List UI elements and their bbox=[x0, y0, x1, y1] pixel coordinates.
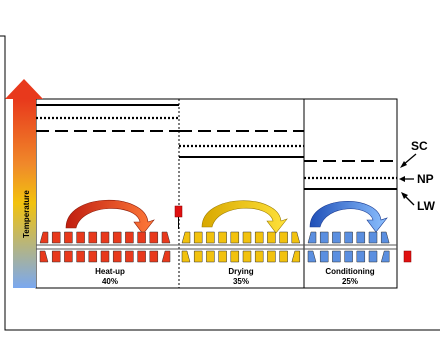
legend-np-arrow-head bbox=[399, 176, 405, 182]
drying-product-block bbox=[218, 231, 227, 244]
legend-lw-arrow-head bbox=[401, 192, 408, 199]
drying-product-block bbox=[254, 231, 264, 244]
temperature-arrow-head bbox=[5, 79, 43, 99]
drying-airflow-arrow bbox=[201, 200, 288, 234]
conditioning-product-block bbox=[307, 250, 317, 263]
outer-frame bbox=[0, 35, 440, 331]
zone-share-heatup: 40% bbox=[102, 277, 118, 286]
heatup-product-block bbox=[112, 231, 122, 244]
heatup-product-block bbox=[125, 231, 134, 244]
conditioning-product-block bbox=[356, 231, 366, 244]
drying-product-block bbox=[230, 231, 240, 244]
heatup-product-block bbox=[39, 231, 49, 244]
heatup-product-block bbox=[51, 231, 61, 244]
zone-share-conditioning: 25% bbox=[342, 277, 358, 286]
drying-product-block bbox=[181, 231, 191, 244]
drying-product-block bbox=[242, 250, 252, 263]
drying-product-block bbox=[279, 231, 288, 244]
conditioning-product-block bbox=[368, 231, 378, 244]
heatup-product-block bbox=[88, 231, 98, 244]
heatup-product-block bbox=[137, 231, 146, 244]
drying-product-block bbox=[291, 250, 301, 263]
heatup-product-block bbox=[125, 250, 134, 263]
heatup-product-block bbox=[39, 250, 49, 263]
conditioning-product-block bbox=[356, 250, 366, 263]
product-blocks bbox=[39, 231, 390, 263]
conditioning-airflow-arrow bbox=[309, 201, 388, 233]
conditioning-product-block bbox=[319, 250, 329, 263]
heatup-product-block bbox=[64, 231, 73, 244]
conditioning-product-block bbox=[380, 231, 390, 244]
zone-label-drying: Drying bbox=[228, 267, 253, 276]
conditioning-product-block bbox=[368, 250, 378, 263]
heatup-product-block bbox=[161, 231, 171, 244]
drying-product-block bbox=[206, 250, 215, 263]
heatup-product-block bbox=[112, 250, 122, 263]
heatup-product-block bbox=[137, 250, 146, 263]
drying-product-block bbox=[291, 231, 301, 244]
heatup-product-block bbox=[100, 231, 110, 244]
zone-label-heatup: Heat-up bbox=[95, 267, 125, 276]
drying-product-block bbox=[193, 231, 203, 244]
heatup-product-block bbox=[100, 250, 110, 263]
heatup-product-block bbox=[76, 231, 85, 244]
heatup-airflow-arrow bbox=[65, 199, 155, 235]
legend-sc-arrow-head bbox=[400, 161, 407, 168]
temperature-gradient-bar bbox=[13, 99, 36, 288]
drying-product-block bbox=[267, 231, 276, 244]
heatup-product-block bbox=[149, 231, 159, 244]
drying-product-block bbox=[279, 250, 288, 263]
zone-share-drying: 35% bbox=[233, 277, 249, 286]
conditioning-product-block bbox=[307, 231, 317, 244]
legend-lw-label: LW bbox=[417, 199, 436, 213]
conditioning-product-block bbox=[332, 231, 341, 244]
conditioning-product-block bbox=[380, 250, 390, 263]
drying-product-block bbox=[254, 250, 264, 263]
exit-marker bbox=[403, 250, 412, 263]
conditioning-product-block bbox=[332, 250, 341, 263]
conditioning-chamber-outline bbox=[303, 98, 398, 289]
legend-sc-label: SC bbox=[411, 139, 428, 153]
drying-product-block bbox=[181, 250, 191, 263]
drying-product-block bbox=[267, 250, 276, 263]
conditioning-product-block bbox=[344, 231, 353, 244]
heatup-product-block bbox=[76, 250, 85, 263]
drying-product-block bbox=[193, 250, 203, 263]
heatup-marker bbox=[174, 205, 183, 218]
heatup-product-block bbox=[161, 250, 171, 263]
heatup-product-block bbox=[149, 250, 159, 263]
drying-product-block bbox=[218, 250, 227, 263]
temperature-axis-label: Temperature bbox=[22, 190, 31, 238]
heatup-product-block bbox=[88, 250, 98, 263]
conditioning-product-block bbox=[344, 250, 353, 263]
heatup-product-block bbox=[64, 250, 73, 263]
drying-product-block bbox=[230, 250, 240, 263]
zone-label-conditioning: Conditioning bbox=[325, 267, 374, 276]
legend-np-label: NP bbox=[417, 172, 434, 186]
drying-product-block bbox=[206, 231, 215, 244]
drying-product-block bbox=[242, 231, 252, 244]
heatup-product-block bbox=[51, 250, 61, 263]
conditioning-product-block bbox=[319, 231, 329, 244]
